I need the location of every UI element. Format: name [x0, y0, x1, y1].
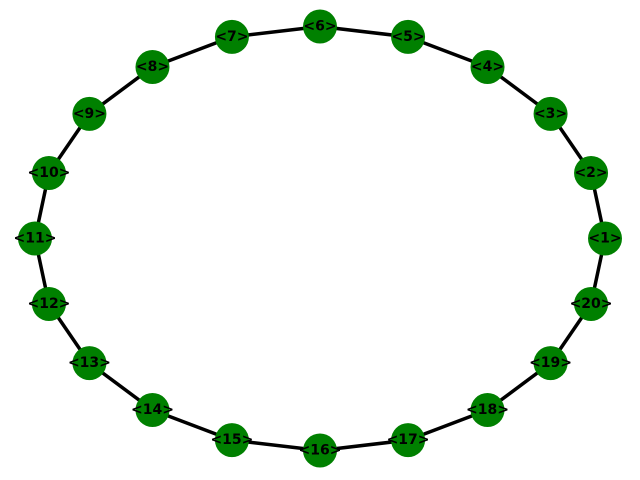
node-label: <14>: [131, 402, 174, 418]
node-circle: [470, 49, 505, 84]
node-circle: [533, 96, 568, 131]
node-circle: [533, 346, 568, 381]
node-label: <10>: [27, 165, 70, 181]
node-circle: [135, 393, 170, 428]
node-label: <17>: [387, 432, 430, 448]
node-12: <12>: [27, 287, 70, 322]
node-circle: [31, 155, 66, 190]
node-circle: [303, 433, 337, 468]
node-1: <1>: [588, 221, 622, 256]
node-3: <3>: [533, 96, 568, 131]
node-label: <20>: [570, 296, 613, 312]
node-5: <5>: [391, 19, 426, 54]
node-14: <14>: [131, 393, 174, 428]
node-circle: [391, 423, 426, 458]
node-circle: [135, 49, 170, 84]
node-circle: [31, 287, 66, 322]
node-15: <15>: [210, 423, 253, 458]
node-circle: [574, 287, 609, 322]
node-label: <1>: [588, 231, 621, 247]
edges-layer: [33, 24, 607, 453]
node-4: <4>: [470, 49, 505, 84]
node-label: <11>: [14, 231, 57, 247]
node-circle: [72, 346, 107, 381]
node-circle: [303, 9, 337, 44]
node-8: <8>: [135, 49, 170, 84]
node-label: <8>: [136, 59, 169, 75]
node-circle: [391, 19, 426, 54]
node-label: <12>: [27, 296, 70, 312]
node-label: <9>: [73, 106, 106, 122]
node-circle: [18, 221, 52, 256]
nodes-layer: <1> <2> <3> <4> <5> <6> <7> <8> <9> <10> <11> <12> <…: [14, 9, 622, 468]
node-label: <2>: [574, 165, 607, 181]
node-circle: [214, 423, 249, 458]
node-19: <19>: [529, 346, 572, 381]
node-13: <13>: [68, 346, 111, 381]
node-10: <10>: [27, 155, 70, 190]
node-label: <16>: [299, 443, 342, 459]
node-7: <7>: [214, 19, 249, 54]
node-label: <18>: [466, 402, 509, 418]
node-label: <4>: [471, 59, 504, 75]
node-circle: [214, 19, 249, 54]
node-label: <13>: [68, 355, 111, 371]
node-label: <15>: [210, 432, 253, 448]
node-9: <9>: [72, 96, 107, 131]
node-label: <7>: [215, 29, 248, 45]
node-label: <6>: [303, 19, 336, 35]
node-circle: [470, 393, 505, 428]
node-16: <16>: [299, 433, 342, 468]
node-2: <2>: [574, 155, 609, 190]
node-18: <18>: [466, 393, 509, 428]
node-label: <19>: [529, 355, 572, 371]
node-circle: [574, 155, 609, 190]
node-11: <11>: [14, 221, 57, 256]
node-label: <3>: [534, 106, 567, 122]
node-label: <5>: [391, 29, 424, 45]
node-20: <20>: [570, 287, 613, 322]
node-circle: [72, 96, 107, 131]
node-circle: [588, 221, 622, 256]
node-6: <6>: [303, 9, 337, 44]
node-17: <17>: [387, 423, 430, 458]
